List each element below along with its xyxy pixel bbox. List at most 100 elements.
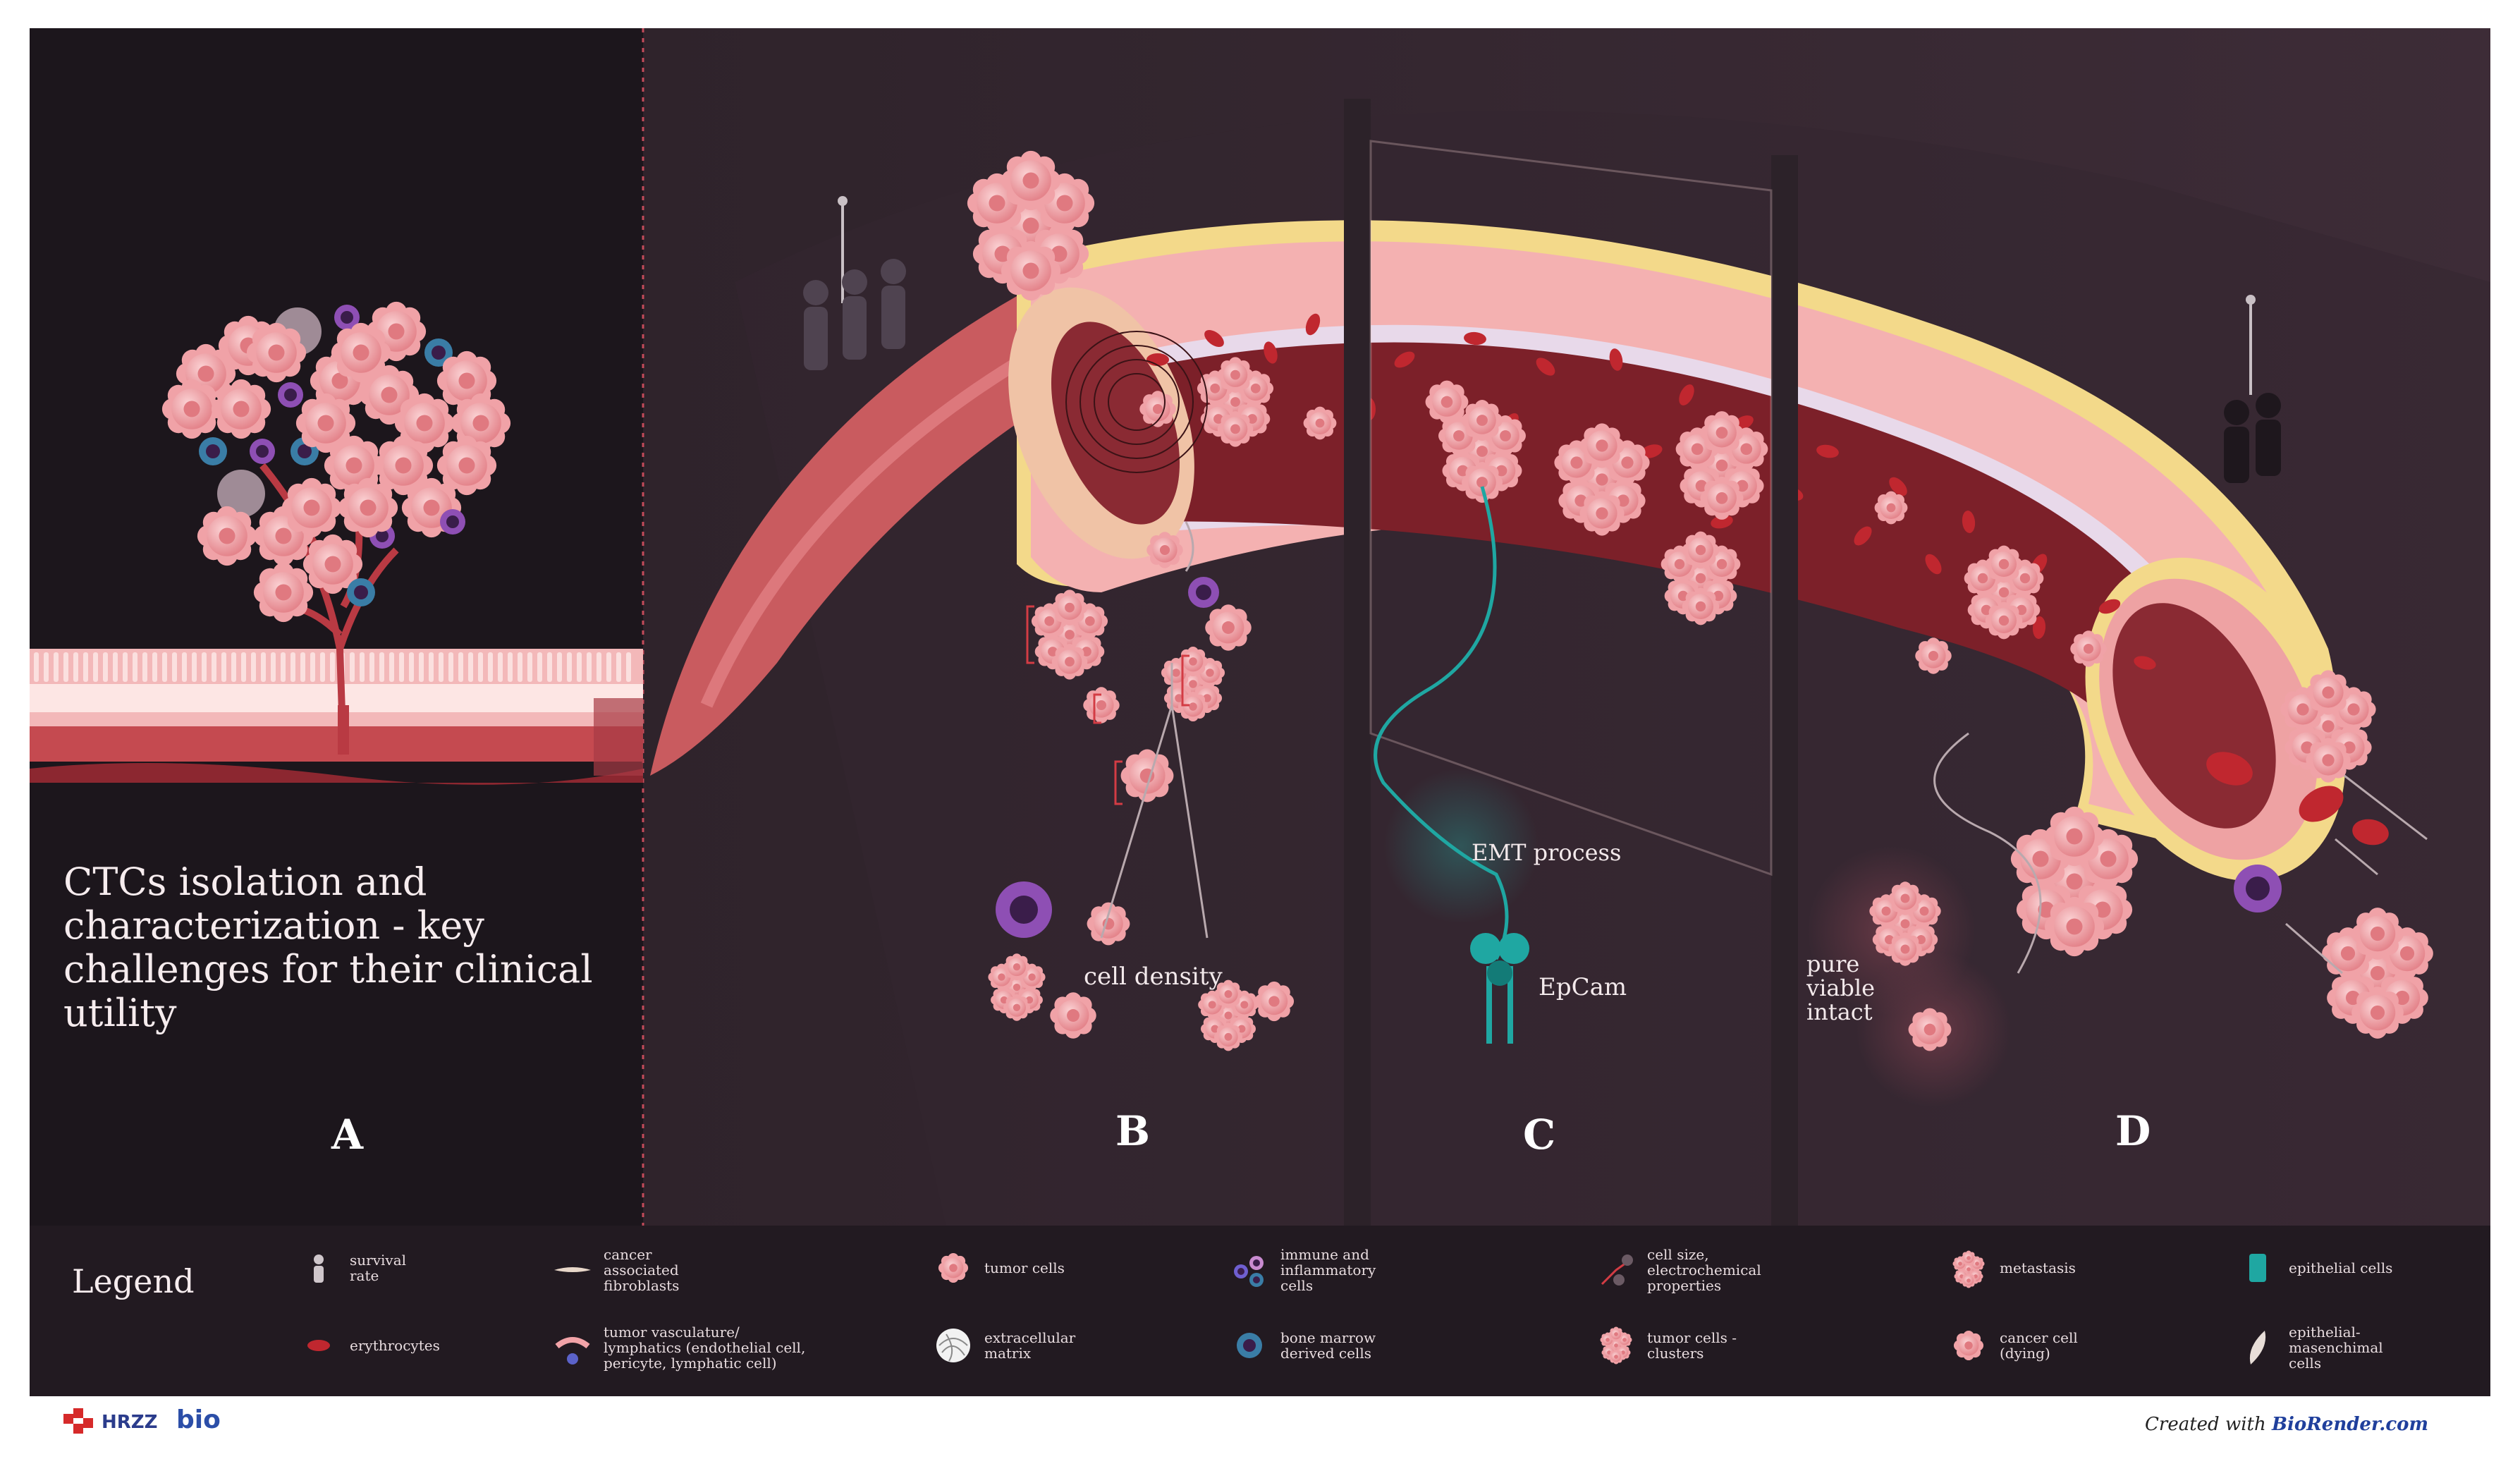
panel-d-cells	[1869, 670, 2389, 1051]
tumor-cluster	[1675, 411, 1768, 520]
tumor-cluster	[1600, 1326, 1632, 1365]
legend-title: Legend	[72, 1262, 195, 1300]
legend-item-erythrocytes: erythrocytes	[298, 1324, 440, 1367]
tumor-cell	[2070, 630, 2107, 667]
erythrocyte	[2098, 599, 2121, 614]
tumor-cell	[1087, 902, 1130, 946]
villus	[478, 652, 483, 682]
tumor-cell	[161, 379, 222, 439]
villus	[389, 652, 394, 682]
legend-item-caf: cancer associated fibroblasts	[551, 1247, 679, 1293]
villus	[221, 652, 226, 682]
tumor-cell	[1194, 657, 1225, 688]
immune-cell	[1234, 1264, 1248, 1278]
erythrocyte	[1889, 477, 1907, 496]
villus	[597, 652, 601, 682]
villus	[409, 652, 414, 682]
villus	[281, 652, 286, 682]
tumor-cluster-extravasating	[2010, 806, 2139, 957]
villus	[241, 652, 246, 682]
tumor-cell	[1700, 411, 1744, 455]
legend-item-tumor_cells: tumor cells	[932, 1247, 1065, 1289]
villus	[369, 652, 374, 682]
tumor-cell	[2044, 896, 2105, 957]
villus	[54, 652, 59, 682]
villus	[537, 652, 542, 682]
tumor-cell	[1874, 491, 1908, 525]
villus	[419, 652, 424, 682]
tumor-cell	[1961, 1273, 1976, 1288]
erythrocyte	[2032, 616, 2046, 639]
tumor-cell	[1961, 1250, 1976, 1266]
villus	[399, 652, 404, 682]
charge-icon	[1601, 1255, 1633, 1286]
villus	[429, 652, 434, 682]
tumor-cell	[253, 506, 314, 566]
tumor-cell	[373, 435, 434, 496]
main-illustration	[30, 28, 2490, 1228]
tumor-cluster	[1031, 590, 1108, 680]
tumor-cell	[2351, 908, 2404, 960]
tumor-cell	[338, 477, 398, 538]
tumor-cell	[1303, 406, 1337, 440]
villus	[606, 652, 611, 682]
villus	[488, 652, 493, 682]
villus	[320, 652, 325, 682]
tumor-cell	[1888, 881, 1922, 915]
tumor-cluster	[1198, 979, 1259, 1051]
tumor-cell	[1908, 1008, 1952, 1051]
erythrocyte	[1640, 444, 1663, 458]
tumor-cells-in-lumen	[967, 150, 2433, 1039]
hrzz-logo-mark	[63, 1408, 93, 1434]
tumor-cell	[1001, 240, 1061, 301]
hrzz-logo: HRZZ	[63, 1408, 158, 1436]
epcam-label: EpCam	[1539, 973, 1627, 1001]
tumor-cell	[401, 477, 462, 538]
immune-cell	[996, 881, 1052, 938]
legend-label: bone marrow derived cells	[1280, 1329, 1376, 1362]
villus	[379, 652, 384, 682]
tumor-cell	[1953, 1330, 1984, 1361]
credit-line: Created with BioRender.com	[2145, 1414, 2428, 1435]
metastasis-icon	[1952, 1250, 1985, 1288]
villus	[527, 652, 532, 682]
legend-label: epithelial cells	[2289, 1259, 2393, 1276]
villus	[142, 652, 147, 682]
villus	[330, 652, 335, 682]
erythrocyte	[1711, 515, 1733, 529]
legend-item-immune: immune and inflammatory cells	[1228, 1247, 1376, 1293]
villus	[468, 652, 473, 682]
tumor-cell	[1213, 979, 1243, 1008]
tumor-cluster	[1964, 545, 2044, 640]
pure-viable-intact-label: pure viable intact	[1806, 951, 1876, 1025]
panel-d-arrows	[1933, 732, 2428, 975]
erythrocyte	[1816, 444, 1839, 458]
panel-a-tissue	[30, 649, 643, 785]
erythrocyte	[1536, 358, 1555, 376]
tumor-cell	[295, 393, 356, 453]
panel-label-a: A	[331, 1111, 364, 1159]
legend-item-bone_marrow: bone marrow derived cells	[1228, 1324, 1376, 1367]
tumor-cell	[1003, 953, 1030, 981]
tumor-cluster	[1660, 531, 1741, 625]
legend-item-cell_size: cell size, electrochemical properties	[1595, 1247, 1761, 1293]
erythrocyte-icon	[307, 1340, 330, 1351]
tumor-cluster	[1197, 357, 1274, 447]
tumor-cell	[1608, 1326, 1624, 1342]
legend-label: erythrocytes	[350, 1337, 440, 1354]
villus	[172, 652, 177, 682]
legend-item-ecm: extracellular matrix	[932, 1324, 1075, 1367]
tumor-cell	[1003, 994, 1030, 1021]
immune-cells-icon	[1234, 1256, 1264, 1287]
tumor-cell	[1888, 932, 1922, 966]
tumor-cell	[1139, 391, 1176, 427]
panel-c-band	[1344, 99, 1798, 1227]
tumor-cell	[1001, 150, 1061, 211]
legend-label: epithelial- masenchimal cells	[2289, 1324, 2383, 1372]
villus	[350, 652, 355, 682]
legend-label: extracellular matrix	[984, 1329, 1076, 1362]
tumor-cell	[359, 365, 420, 425]
villus	[626, 652, 631, 682]
legend-label: tumor cells - clusters	[1647, 1329, 1737, 1362]
